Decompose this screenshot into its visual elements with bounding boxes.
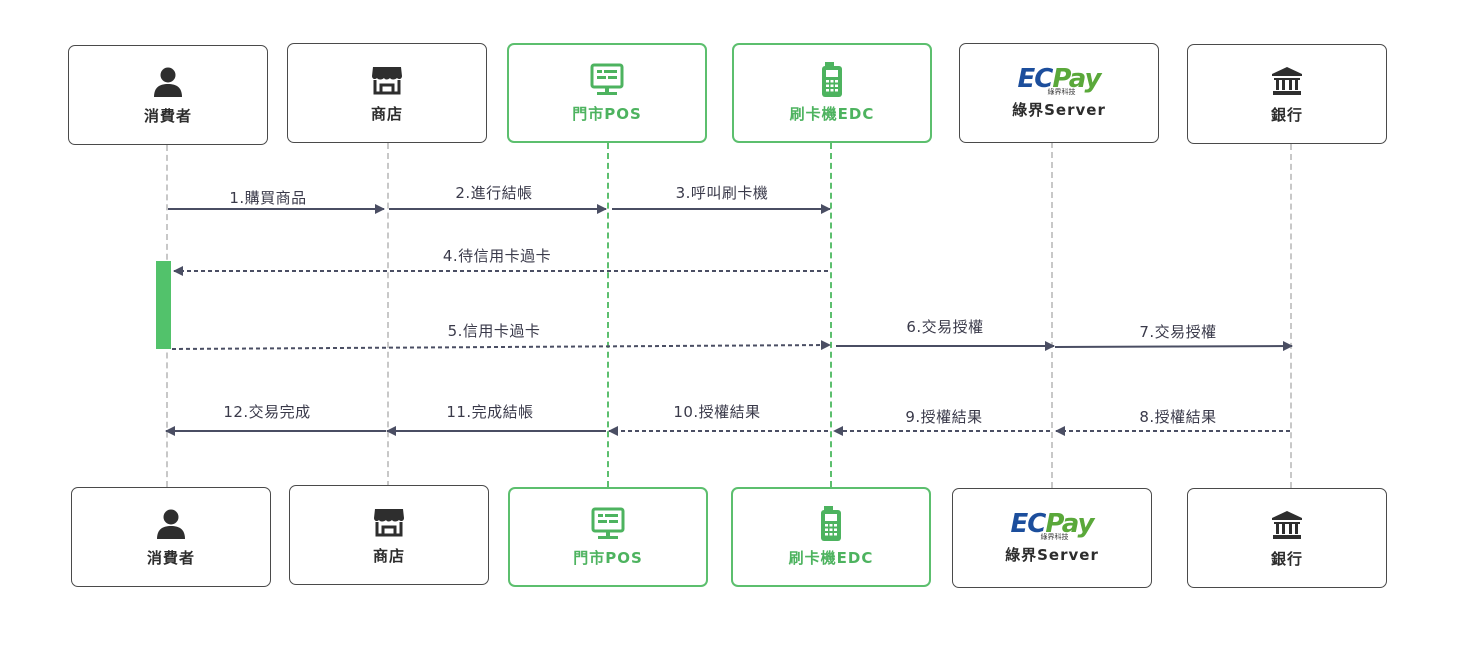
ecpay-logo-subtitle: 綠界科技 bbox=[1040, 532, 1069, 541]
participant-ecpay-server-top: ECPay 綠界科技 綠界Server bbox=[959, 43, 1159, 143]
bank-icon bbox=[1270, 64, 1304, 98]
participant-store-top: 商店 bbox=[287, 43, 487, 143]
participant-label: 銀行 bbox=[1270, 549, 1303, 568]
message-5-arrow bbox=[171, 340, 831, 351]
lifeline-ecpay-server bbox=[1051, 142, 1053, 488]
participant-pos-top: 門市POS bbox=[507, 43, 707, 143]
pos-terminal-icon bbox=[591, 507, 625, 541]
user-icon bbox=[154, 507, 188, 541]
message-label: 11.完成結帳 bbox=[446, 403, 534, 421]
message-label: 5.信用卡過卡 bbox=[447, 322, 541, 340]
message-label: 7.交易授權 bbox=[1139, 323, 1217, 341]
message-label: 3.呼叫刷卡機 bbox=[675, 184, 769, 202]
participant-store-bottom: 商店 bbox=[289, 485, 489, 585]
message-label: 12.交易完成 bbox=[223, 403, 311, 421]
participant-label: 消費者 bbox=[143, 106, 192, 125]
participant-label: 消費者 bbox=[146, 548, 195, 567]
message-7-arrow bbox=[1054, 341, 1293, 352]
lifeline-pos bbox=[607, 143, 609, 487]
participant-edc-bottom: 刷卡機EDC bbox=[731, 487, 931, 587]
ecpay-logo: ECPay 綠界科技 bbox=[1017, 63, 1102, 97]
ecpay-logo: ECPay 綠界科技 bbox=[1010, 508, 1095, 542]
lifeline-edc bbox=[830, 143, 832, 487]
participant-pos-bottom: 門市POS bbox=[508, 487, 708, 587]
ecpay-logo-ec: EC bbox=[1010, 508, 1047, 539]
pos-terminal-icon bbox=[590, 63, 624, 97]
ecpay-logo-pay: Pay bbox=[1052, 63, 1101, 94]
participant-label: 門市POS bbox=[573, 548, 643, 567]
participant-label: 商店 bbox=[370, 104, 403, 123]
message-label: 8.授權結果 bbox=[1139, 408, 1217, 426]
participant-edc-top: 刷卡機EDC bbox=[732, 43, 932, 143]
participant-label: 刷卡機EDC bbox=[788, 548, 874, 567]
participant-label: 綠界Server bbox=[1012, 100, 1106, 119]
message-label: 9.授權結果 bbox=[905, 408, 983, 426]
consumer-activation-bar bbox=[156, 261, 171, 349]
participant-bank-bottom: 銀行 bbox=[1187, 488, 1387, 588]
participant-label: 門市POS bbox=[572, 104, 642, 123]
participant-label: 銀行 bbox=[1270, 105, 1303, 124]
user-icon bbox=[151, 65, 185, 99]
participant-label: 刷卡機EDC bbox=[789, 104, 875, 123]
ecpay-logo-subtitle: 綠界科技 bbox=[1047, 87, 1076, 96]
bank-icon bbox=[1270, 508, 1304, 542]
message-label: 6.交易授權 bbox=[906, 318, 984, 336]
participant-bank-top: 銀行 bbox=[1187, 44, 1387, 144]
message-label: 2.進行結帳 bbox=[455, 184, 533, 202]
participant-label: 綠界Server bbox=[1005, 545, 1099, 564]
ecpay-logo-pay: Pay bbox=[1045, 508, 1094, 539]
message-label: 10.授權結果 bbox=[673, 403, 761, 421]
lifeline-bank bbox=[1290, 144, 1292, 488]
participant-consumer-bottom: 消費者 bbox=[71, 487, 271, 587]
store-icon bbox=[372, 505, 406, 539]
ecpay-logo-ec: EC bbox=[1017, 63, 1054, 94]
store-icon bbox=[370, 63, 404, 97]
lifeline-store bbox=[387, 143, 389, 487]
participant-consumer-top: 消費者 bbox=[68, 45, 268, 145]
card-reader-icon bbox=[814, 505, 848, 541]
message-label: 1.購買商品 bbox=[229, 189, 307, 207]
participant-ecpay-server-bottom: ECPay 綠界科技 綠界Server bbox=[952, 488, 1152, 588]
participant-label: 商店 bbox=[372, 546, 405, 565]
card-reader-icon bbox=[815, 61, 849, 97]
message-label: 4.待信用卡過卡 bbox=[442, 247, 552, 265]
